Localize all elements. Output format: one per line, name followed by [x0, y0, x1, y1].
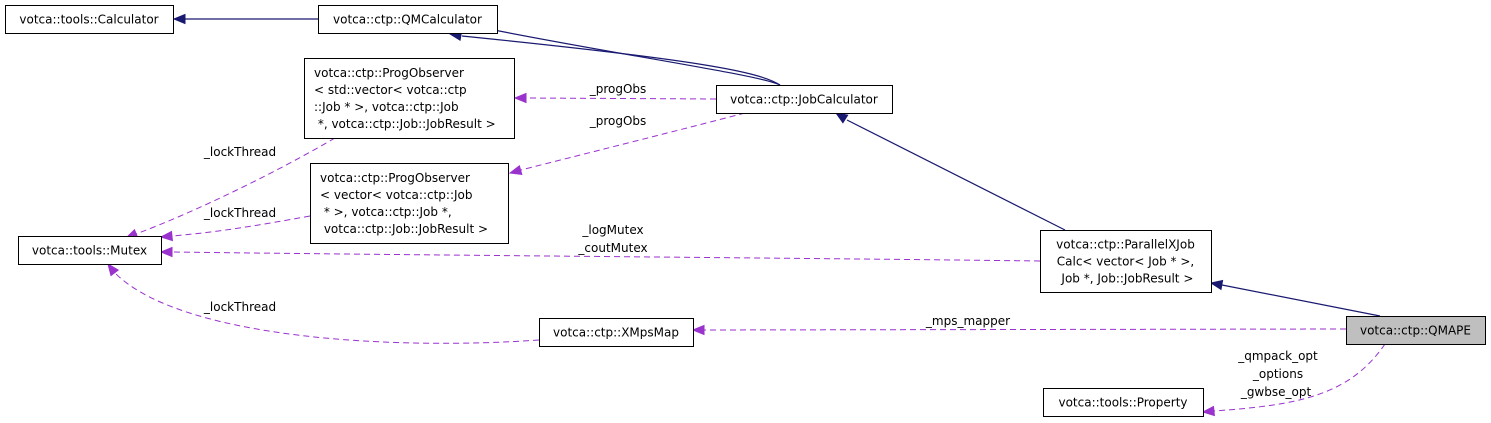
edge-label-gwbse-opt: _gwbse_opt: [1240, 385, 1312, 399]
node-tools-calculator[interactable]: votca::tools::Calculator: [5, 5, 174, 34]
edge-label-lockthread-2: _lockThread: [203, 206, 276, 220]
edge-parallelxjob-to-jobcalculator: [846, 119, 1066, 231]
node-progobserver-std-vector-box: [304, 58, 515, 139]
node-progobserver-vector[interactable]: votca::ctp::ProgObserver< vector< votca:…: [310, 163, 509, 244]
edge-qmape-xmpsmap-arrowhead: [691, 324, 705, 336]
edge-qmape-property-arrowhead: [1201, 405, 1215, 417]
edge-label-lockthread-1: _lockThread: [203, 145, 276, 159]
edge-parallelxjob-mutex: [171, 251, 1041, 262]
node-tools-mutex-box: [18, 236, 162, 265]
edge-label-coutmutex: _coutMutex: [577, 241, 647, 255]
node-ctp-qmape[interactable]: votca::ctp::QMAPE: [1346, 316, 1486, 345]
node-tools-mutex-label-line-1: votca::tools::Mutex: [32, 244, 147, 258]
edge-progobs2-mutex: [171, 215, 311, 237]
node-ctp-parallelxjobcalc-label-line-3: Job *, Job::JobResult >: [1058, 272, 1194, 286]
edge-label-mps-mapper: _mps_mapper: [925, 314, 1010, 328]
edge-qmape-to-parallelxjob: [1221, 284, 1381, 317]
node-tools-property-label-line-1: votca::tools::Property: [1058, 396, 1187, 410]
edge-xmpsmap-mutex: [113, 271, 540, 344]
node-ctp-qmcalculator-box: [318, 5, 498, 34]
edge-jobcalculator-progobs2-arrowhead: [508, 164, 523, 175]
node-tools-mutex[interactable]: votca::tools::Mutex: [18, 236, 162, 265]
edge-qmcalculator-to-calculator-arrowhead: [172, 13, 186, 25]
node-progobserver-std-vector-label-line-4: *, votca::ctp::Job::JobResult >: [314, 117, 496, 131]
edge-parallelxjob-to-jobcalculator-arrowhead: [834, 112, 849, 124]
node-tools-property-box: [1043, 388, 1204, 417]
edge-jobcalculator-to-qmcalculator: [461, 35, 781, 86]
node-ctp-xmpsmap-box: [539, 318, 694, 347]
node-progobserver-std-vector-label-line-2: < std::vector< votca::ctp: [314, 83, 467, 97]
node-tools-calculator-box: [5, 5, 174, 34]
node-tools-calculator-label-line-1: votca::tools::Calculator: [19, 13, 158, 27]
edge-jobcalculator-to-qmcalculator-2: [488, 28, 781, 86]
edge-label-progobs-bottom: _progObs: [589, 114, 647, 128]
node-progobserver-std-vector-label-line-1: votca::ctp::ProgObserver: [314, 66, 464, 80]
node-ctp-qmcalculator[interactable]: votca::ctp::QMCalculator: [318, 5, 498, 34]
node-ctp-xmpsmap-label-line-1: votca::ctp::XMpsMap: [553, 326, 679, 340]
edge-label-progobs-top: _progObs: [589, 82, 647, 96]
node-ctp-jobcalculator-box: [716, 85, 893, 114]
edge-parallelxjob-mutex-arrowhead: [159, 246, 173, 258]
node-ctp-jobcalculator-label-line-1: votca::ctp::JobCalculator: [730, 93, 878, 107]
edge-label-lockthread-3: _lockThread: [203, 300, 276, 314]
edge-qmape-xmpsmap: [703, 328, 1347, 331]
node-ctp-qmcalculator-label-line-1: votca::ctp::QMCalculator: [333, 13, 482, 27]
node-progobserver-vector-label-line-2: < vector< votca::ctp::Job: [320, 188, 473, 202]
node-ctp-qmape-box: [1346, 316, 1486, 345]
node-ctp-qmape-label-line-1: votca::ctp::QMAPE: [1360, 324, 1471, 338]
edge-progobs2-mutex-arrowhead: [159, 230, 173, 242]
node-ctp-xmpsmap[interactable]: votca::ctp::XMpsMap: [539, 318, 694, 347]
node-ctp-parallelxjobcalc-label-line-1: votca::ctp::ParallelXJob: [1056, 238, 1195, 252]
node-progobserver-vector-label-line-4: votca::ctp::Job::JobResult >: [320, 222, 488, 236]
node-ctp-parallelxjobcalc-label-line-2: Calc< vector< Job * >,: [1057, 255, 1194, 269]
node-ctp-parallelxjobcalc-box: [1040, 230, 1212, 293]
node-progobserver-vector-label-line-1: votca::ctp::ProgObserver: [320, 171, 470, 185]
edge-label-logmutex: _logMutex: [581, 223, 643, 237]
edge-label-options: _options: [1252, 367, 1303, 381]
node-progobserver-std-vector-label-line-3: ::Job * >, votca::ctp::Job: [314, 100, 459, 114]
edge-qmape-to-parallelxjob-arrowhead: [1209, 279, 1224, 291]
node-progobserver-std-vector[interactable]: votca::ctp::ProgObserver< std::vector< v…: [304, 58, 515, 139]
edge-label-qmpack-opt: _qmpack_opt: [1237, 349, 1318, 363]
edge-jobcalculator-progobs1-arrowhead: [513, 92, 527, 104]
node-tools-property[interactable]: votca::tools::Property: [1043, 388, 1204, 417]
edge-jobcalculator-progobs1: [525, 97, 717, 100]
edge-progobs1-mutex: [135, 137, 336, 235]
node-progobserver-vector-label-line-3: * >, votca::ctp::Job *,: [320, 205, 452, 219]
node-ctp-jobcalculator[interactable]: votca::ctp::JobCalculator: [716, 85, 893, 114]
edge-xmpsmap-mutex-arrowhead: [107, 262, 120, 277]
edge-qmape-property: [1213, 343, 1386, 412]
node-progobserver-vector-box: [310, 163, 509, 244]
